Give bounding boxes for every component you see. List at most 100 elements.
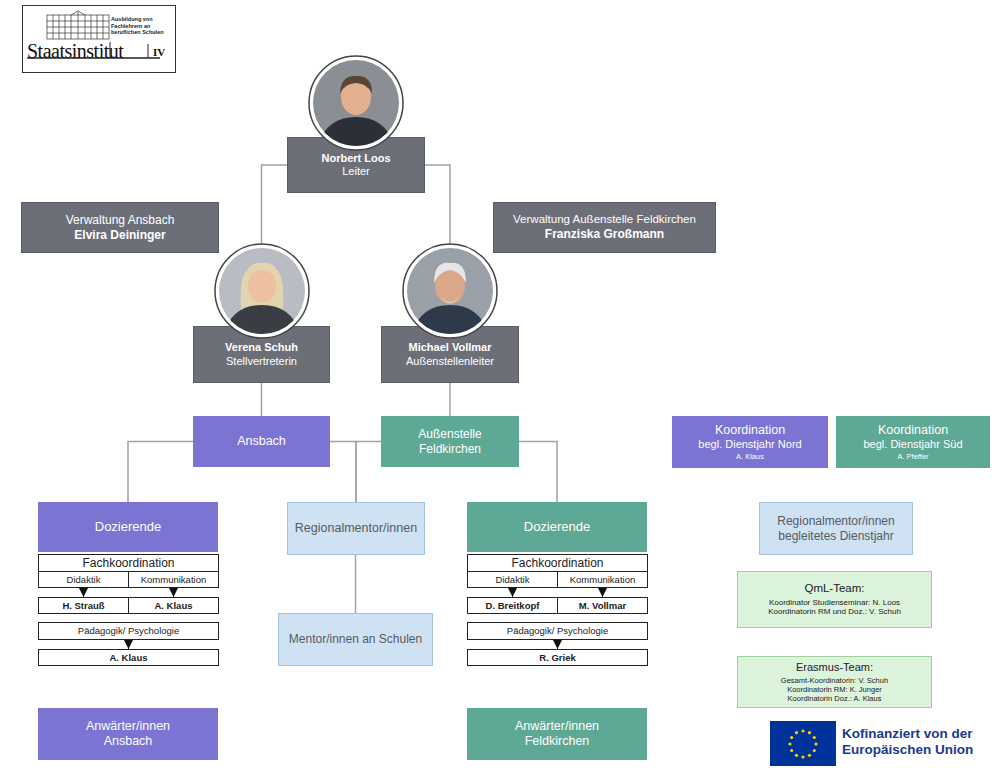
node-text: Regionalmentor/innen begleitetes Dienstj… <box>771 514 901 543</box>
node-text: begl. Dienstjahr Nord <box>698 438 801 451</box>
node-text: Dozierende <box>524 519 591 535</box>
name-cell: M. Vollmar <box>557 597 648 614</box>
node-text: A. Pfeffer <box>897 452 928 461</box>
node-text: Gesamt-Koordinatorin: V. Schuh <box>781 676 888 685</box>
node-text: Mentor/innen an Schulen <box>289 632 422 646</box>
portrait-photo <box>403 244 497 339</box>
name-cell: H. Strauß <box>38 597 129 614</box>
admin-box: Verwaltung AnsbachElvira Deininger <box>21 202 219 253</box>
site-box: Außenstelle Feldkirchen <box>381 416 519 467</box>
node-text: Dozierende <box>95 519 162 535</box>
funding-label: Kofinanziert von der Europäischen Union <box>842 726 992 758</box>
node-text: Anwärter/innen Ansbach <box>73 719 183 749</box>
node-text: QmL-Team: <box>804 582 864 596</box>
node-text: Koordinatorin RM und Doz.: V. Schuh <box>768 607 901 617</box>
node-text: Leiter <box>342 165 370 178</box>
node-text: Verwaltung Außenstelle Feldkirchen <box>513 213 696 227</box>
node-text: Fachkoordination <box>82 556 174 570</box>
table-cell: Pädagogik/ Psychologie <box>467 622 648 640</box>
table-cell: Pädagogik/ Psychologie <box>38 622 219 640</box>
node-text: Kommunikation <box>141 574 206 585</box>
node-text: D. Breitkopf <box>486 600 540 611</box>
arrow-connector <box>173 588 174 597</box>
arrow-connector <box>128 640 129 649</box>
node-text: Norbert Loos <box>321 152 390 165</box>
org-connector <box>262 165 288 326</box>
person-box: Verena SchuhStellvertreterin <box>193 326 330 383</box>
node-text: A. Klaus <box>154 600 192 611</box>
person-box: Norbert LoosLeiter <box>287 137 425 193</box>
portrait-photo <box>215 244 309 339</box>
node-text: M. Vollmar <box>579 600 626 611</box>
org-connector <box>449 383 451 416</box>
node-text: Michael Vollmar <box>409 341 492 354</box>
node-text: Pädagogik/ Psychologie <box>507 625 608 636</box>
org-connector <box>330 442 356 503</box>
mentor-box: Mentor/innen an Schulen <box>278 613 433 666</box>
org-connector <box>425 165 450 326</box>
node-text: Koordinator Studienseminar: N. Loos <box>769 598 900 608</box>
node-text: Koordination <box>715 423 785 438</box>
group-box: Dozierende <box>38 502 218 552</box>
group-box: Anwärter/innen Feldkirchen <box>467 708 647 760</box>
coordination-box: Koordinationbegl. Dienstjahr NordA. Klau… <box>672 416 828 468</box>
node-text: Staatsinstitut <box>27 39 123 63</box>
node-text: Anwärter/innen Feldkirchen <box>497 719 617 749</box>
table-cell: Kommunikation <box>128 571 219 588</box>
node-text: Fachkoordination <box>511 556 603 570</box>
org-connector <box>519 442 557 503</box>
node-text: Didaktik <box>496 574 530 585</box>
table-cell: Kommunikation <box>557 571 648 588</box>
node-text: Ausbildung von Fachlehrern an berufliche… <box>111 16 173 36</box>
table-cell: Didaktik <box>467 571 558 588</box>
node-text: IV <box>153 46 165 59</box>
node-text: Koordination <box>878 423 948 438</box>
team-box: QmL-Team: Koordinator Studienseminar: N. … <box>737 571 932 628</box>
admin-box: Verwaltung Außenstelle FeldkirchenFranzi… <box>493 202 716 253</box>
arrow-connector <box>512 588 513 597</box>
name-cell: R. Griek <box>467 649 648 666</box>
mentor-box: Regionalmentor/innen <box>287 502 425 555</box>
name-cell: A. Klaus <box>128 597 219 614</box>
node-text: Koordinatorin Doz.: A. Klaus <box>788 694 882 703</box>
team-box: Erasmus-Team: Gesamt-Koordinatorin: V. Sc… <box>737 656 932 708</box>
site-box: Ansbach <box>193 416 330 467</box>
node-text: H. Strauß <box>62 600 104 611</box>
org-connector <box>261 383 263 416</box>
node-text: Erasmus-Team: <box>796 661 873 674</box>
org-connector <box>356 442 381 503</box>
node-text: Verwaltung Ansbach <box>66 213 175 227</box>
person-box: Michael VollmarAußenstellenleiter <box>381 326 519 383</box>
table-cell: Didaktik <box>38 571 129 588</box>
arrow-connector <box>83 588 84 597</box>
mentor-box: Regionalmentor/innen begleitetes Dienstj… <box>759 502 913 555</box>
node-text: Didaktik <box>67 574 101 585</box>
node-text: Stellvertreterin <box>226 355 297 368</box>
node-text: Franziska Großmann <box>545 227 664 241</box>
node-text: Außenstellenleiter <box>406 355 494 368</box>
name-cell: D. Breitkopf <box>467 597 558 614</box>
logo-box: Ausbildung von Fachlehrern an berufliche… <box>22 5 176 73</box>
org-connector <box>128 442 193 503</box>
arrow-connector <box>557 640 558 649</box>
arrow-connector <box>602 588 603 597</box>
node-text: Pädagogik/ Psychologie <box>78 625 179 636</box>
node-text: begl. Dienstjahr Süd <box>863 438 962 451</box>
node-text: Verena Schuh <box>225 341 298 354</box>
node-text: Regionalmentor/innen <box>295 521 417 536</box>
node-text: A. Klaus <box>109 652 147 663</box>
group-box: Anwärter/innen Ansbach <box>38 708 218 760</box>
node-text: Ansbach <box>237 434 286 449</box>
node-text: Kommunikation <box>570 574 635 585</box>
node-text: R. Griek <box>539 652 575 663</box>
coordination-box: Koordinationbegl. Dienstjahr SüdA. Pfeff… <box>836 416 990 468</box>
group-box: Dozierende <box>467 502 647 552</box>
table-header-cell: Fachkoordination <box>38 554 219 572</box>
node-text: Koordinatorin RM: K. Junger <box>787 685 882 694</box>
table-header-cell: Fachkoordination <box>467 554 648 572</box>
org-connector <box>355 555 357 613</box>
node-text: Außenstelle Feldkirchen <box>400 427 500 456</box>
name-cell: A. Klaus <box>38 649 219 666</box>
node-text: A. Klaus <box>736 452 764 461</box>
